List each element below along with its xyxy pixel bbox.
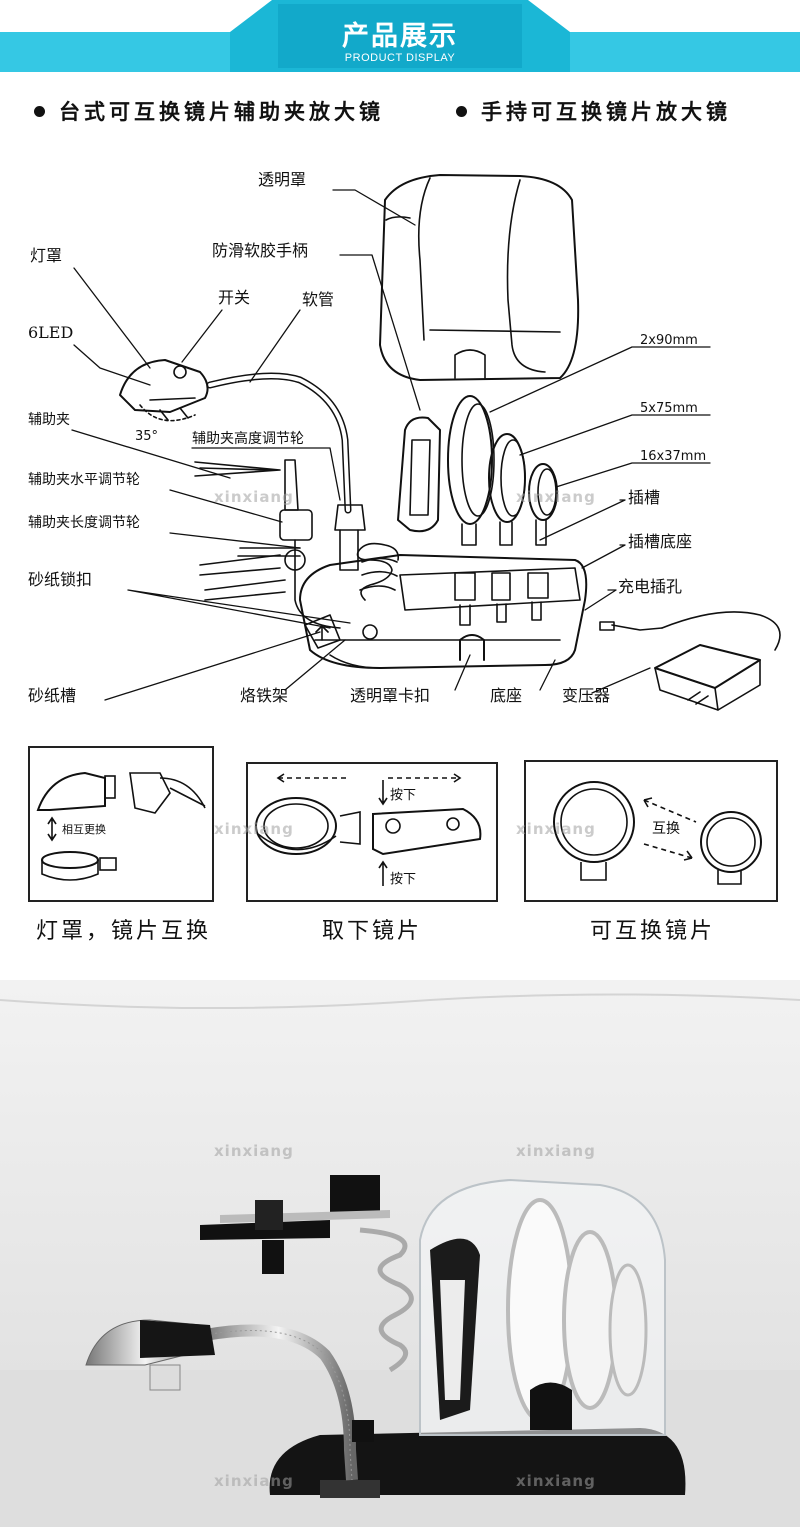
label-aux-clip: 辅助夹: [28, 412, 70, 428]
watermark: xinxiang: [516, 1142, 596, 1160]
label-aux-clip-height-wheel: 辅助夹高度调节轮: [192, 431, 304, 447]
label-aux-clip-horizontal-wheel: 辅助夹水平调节轮: [28, 472, 140, 488]
watermark: xinxiang: [516, 1472, 596, 1490]
label-lens-large: 2x90mm: [640, 333, 698, 348]
label-sandpaper-lock: 砂纸锁扣: [28, 570, 93, 589]
panel-interchangeable-lens: [524, 760, 778, 902]
label-hose: 软管: [302, 290, 335, 309]
banner-graphic: [0, 0, 800, 72]
panel-interchangeable-drawing: [553, 781, 762, 885]
label-transformer: 变压器: [562, 686, 611, 705]
watermark: xinxiang: [516, 488, 596, 506]
panel-lamp-lens-drawing: [36, 771, 206, 881]
label-sandpaper-slot: 砂纸槽: [28, 686, 77, 705]
label-iron-stand: 烙铁架: [240, 686, 289, 705]
base-drawing: [299, 542, 588, 669]
headline-handheld-text: 手持可互换镜片放大镜: [481, 99, 731, 124]
product-photo-drawing: [0, 980, 800, 1527]
panel-lamp-lens-swap: [28, 746, 214, 902]
headline-desktop-text: 台式可互换镜片辅助夹放大镜: [59, 99, 384, 124]
headline-desktop: 台式可互换镜片辅助夹放大镜: [34, 96, 384, 126]
headline-handheld: 手持可互换镜片放大镜: [456, 96, 731, 126]
label-anti-slip-handle: 防滑软胶手柄: [212, 241, 309, 260]
label-cover-clasp: 透明罩卡扣: [350, 686, 431, 705]
product-photo: [0, 980, 800, 1527]
lamp-arm-drawing: [119, 359, 366, 571]
aux-clips-drawing: [194, 459, 341, 629]
panel-remove-lens-drawing: [255, 773, 482, 886]
panel1-inner-label: 相互更换: [62, 823, 106, 836]
transparent-cover-drawing: [379, 174, 580, 381]
label-transparent-cover: 透明罩: [258, 170, 307, 189]
panel2-press-top: 按下: [390, 788, 417, 803]
label-aux-clip-length-wheel: 辅助夹长度调节轮: [28, 515, 140, 531]
leader-lines: [71, 189, 711, 701]
watermark: xinxiang: [516, 820, 596, 838]
panel1-caption: 灯罩，镜片互换: [36, 919, 212, 944]
watermark: xinxiang: [214, 488, 294, 506]
watermark: xinxiang: [214, 1472, 294, 1490]
label-slot-base: 插槽底座: [628, 532, 693, 551]
label-lens-small: 16x37mm: [640, 449, 707, 464]
label-lens-medium: 5x75mm: [640, 401, 698, 416]
watermark: xinxiang: [214, 1142, 294, 1160]
panel-remove-lens: [246, 762, 498, 902]
handle-drawing: [397, 416, 441, 533]
exploded-diagram: [71, 174, 781, 711]
banner-subtitle: PRODUCT DISPLAY: [344, 52, 456, 64]
bullet-icon: [34, 106, 45, 117]
panel3-inner-label: 互换: [652, 821, 680, 837]
label-switch: 开关: [218, 288, 251, 307]
label-lamp-shade: 灯罩: [30, 246, 63, 265]
watermark: xinxiang: [214, 820, 294, 838]
label-base: 底座: [490, 686, 523, 705]
bullet-icon: [456, 106, 467, 117]
panel2-press-bottom: 按下: [390, 872, 417, 887]
label-charging-port: 充电插孔: [618, 577, 683, 596]
transformer-drawing: [599, 611, 781, 711]
panel2-caption: 取下镜片: [322, 919, 423, 944]
label-slot: 插槽: [628, 488, 661, 507]
banner-title: 产品展示: [342, 21, 458, 52]
label-6led: 6LED: [28, 323, 74, 342]
label-angle: 35°: [135, 429, 159, 444]
lenses-drawing: [447, 395, 558, 546]
panel3-caption: 可互换镜片: [590, 919, 716, 944]
header-banner: [0, 0, 800, 78]
